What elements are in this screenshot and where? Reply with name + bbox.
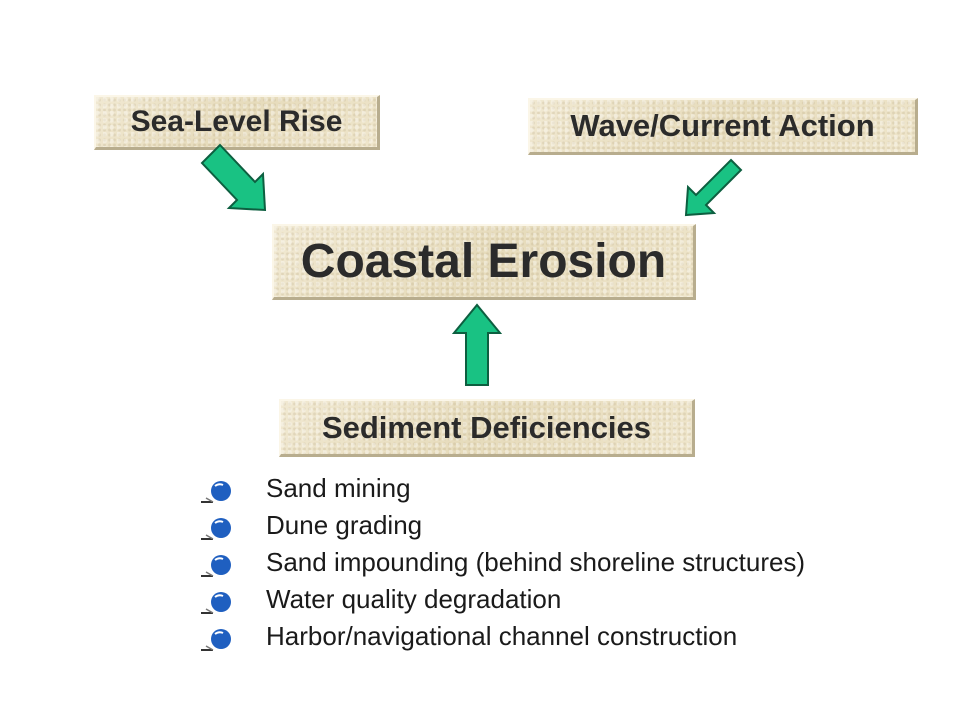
list-item-text: Dune grading — [266, 510, 423, 540]
arrow-wave-to-erosion — [684, 158, 743, 217]
list-item: Harbor/navigational channel construction — [200, 618, 805, 655]
node-label: Sediment Deficiencies — [321, 409, 652, 445]
list-item-text: Water quality degradation — [266, 584, 562, 614]
bullet-icon — [201, 518, 231, 540]
node-label: Wave/Current Action — [570, 108, 875, 143]
list-item: Dune grading — [200, 507, 805, 544]
list-item: Sand mining — [200, 470, 805, 507]
arrow-sea-to-erosion — [200, 143, 267, 212]
list-item: Water quality degradation — [200, 581, 805, 618]
node-wave-current-action: Wave/Current Action — [528, 98, 918, 155]
bullet-icon — [201, 481, 231, 503]
node-label: Coastal Erosion — [300, 235, 667, 288]
list-item-text: Harbor/navigational channel construction — [266, 621, 738, 651]
node-coastal-erosion: Coastal Erosion — [272, 224, 696, 300]
list-item-text: Sand impounding (behind shoreline struct… — [266, 547, 806, 577]
arrow-sediment-to-erosion — [451, 303, 503, 386]
bullet-icon — [201, 629, 231, 651]
node-sea-level-rise: Sea-Level Rise — [94, 95, 380, 150]
list-item: Sand impounding (behind shoreline struct… — [200, 544, 805, 581]
cause-list: Sand mining Dune grading Sand impounding… — [200, 470, 805, 655]
bullet-icon — [201, 592, 231, 614]
node-sediment-deficiencies: Sediment Deficiencies — [279, 399, 695, 457]
node-label: Sea-Level Rise — [130, 105, 343, 138]
list-item-text: Sand mining — [266, 473, 411, 503]
bullet-icon — [201, 555, 231, 577]
